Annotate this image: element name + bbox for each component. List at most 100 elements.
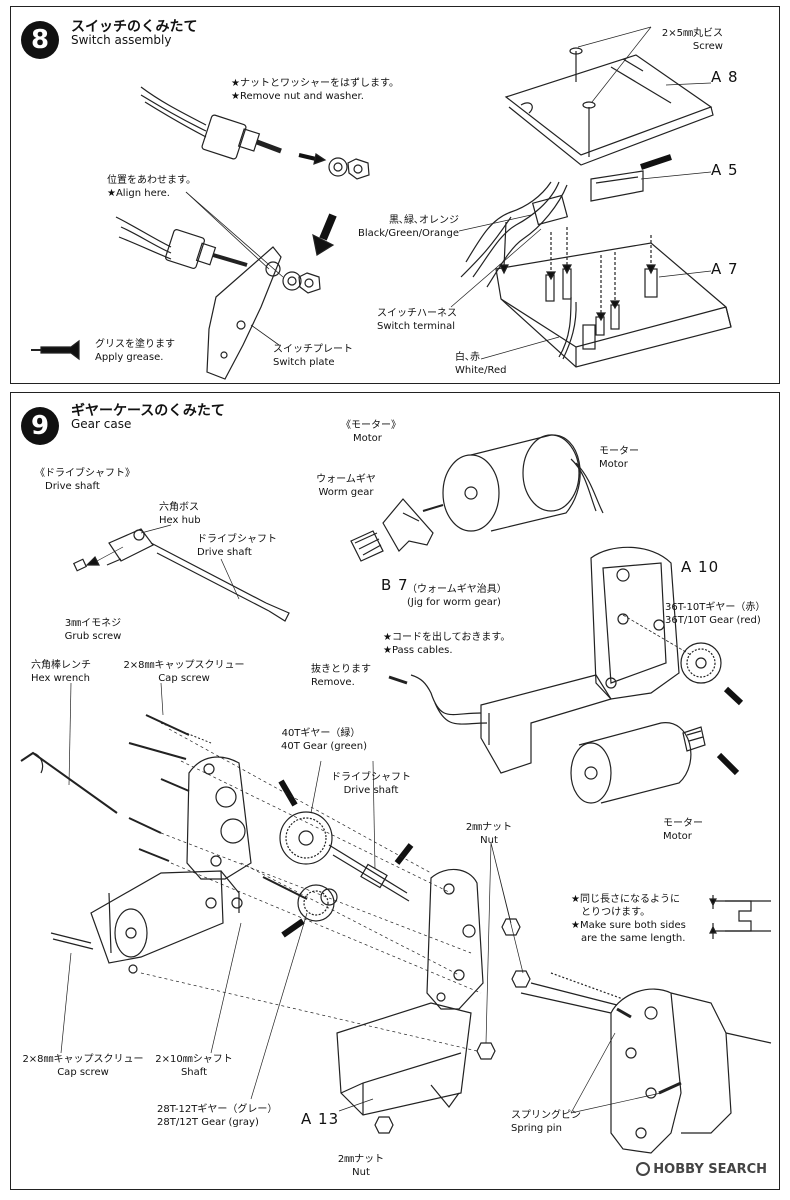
gear-28t-label: 28T-12Tギヤー（グレー） 28T/12T Gear (gray): [157, 1103, 277, 1129]
harness-jp: スイッチハーネス: [377, 308, 457, 319]
white-red-en: White/Red: [455, 365, 507, 376]
motor2-en: Motor: [663, 831, 692, 842]
cap-screw-top-jp: 2×8㎜キャップスクリュー: [123, 660, 245, 671]
remove-label: 抜きとります Remove.: [311, 663, 371, 689]
drive-shaft2-en: Drive shaft: [343, 785, 399, 796]
drive-shaft-heading: 《ドライブシャフト》 Drive shaft: [35, 467, 135, 493]
part-a8-label: A 8: [711, 68, 739, 86]
jig-en: (Jig for worm gear): [407, 597, 501, 608]
switch-assembly-illustration: [31, 26, 732, 380]
spring-pin-jp: スプリングピン: [511, 1110, 581, 1121]
nut-label-upper: 2㎜ナット Nut: [459, 821, 519, 847]
remove-jp: 抜きとります: [311, 664, 371, 675]
grub-screw-en: Grub screw: [64, 631, 122, 642]
hex-wrench-label: 六角棒レンチ Hex wrench: [31, 659, 91, 685]
motor-jp: モーター: [599, 446, 639, 457]
same-length-en-1: ★Make sure both sides: [571, 920, 686, 931]
align-note: 位置をあわせます。 ★Align here.: [107, 174, 196, 200]
pass-cables-jp: ★コードを出しておきます。: [383, 632, 511, 643]
pass-cables-note: ★コードを出しておきます。 ★Pass cables.: [383, 631, 510, 657]
drive-shaft-en: Drive shaft: [197, 547, 252, 558]
screw-jp: 2×5㎜丸ビス: [661, 28, 723, 39]
step-number-badge: 9: [21, 407, 59, 445]
step-title: スイッチのくみたて Switch assembly: [71, 19, 198, 47]
part-a13-label: A 13: [301, 1110, 340, 1128]
drive-shaft2-label: ドライブシャフト Drive shaft: [331, 771, 411, 797]
gear-36t-label: 36T-10Tギヤー（赤） 36T/10T Gear (red): [665, 601, 765, 627]
motor-heading-en: Motor: [353, 433, 382, 444]
gear-28t-jp: 28T-12Tギヤー（グレー）: [157, 1104, 278, 1115]
step-title-jp: スイッチのくみたて: [71, 19, 198, 35]
drive-shaft-jp: ドライブシャフト: [197, 534, 277, 545]
wires-jp: 黒､緑､オレンジ: [389, 215, 459, 226]
hex-hub-jp: 六角ボス: [159, 502, 199, 513]
part-b7-label: B 7: [381, 576, 409, 594]
gear-28t-en: 28T/12T Gear (gray): [157, 1117, 259, 1128]
hex-wrench-jp: 六角棒レンチ: [31, 660, 91, 671]
pass-cables-en: ★Pass cables.: [383, 645, 453, 656]
shaft-jp: 2×10㎜シャフト: [155, 1054, 233, 1065]
part-a7-label: A 7: [711, 260, 739, 278]
cap-screw-bottom-jp: 2×8㎜キャップスクリュー: [22, 1054, 144, 1065]
hex-hub-en: Hex hub: [159, 515, 201, 526]
cap-screw-bottom-en: Cap screw: [57, 1067, 109, 1078]
hex-wrench-en: Hex wrench: [31, 673, 90, 684]
motor2-label: モーター Motor: [663, 817, 703, 843]
remove-nut-note: ★ナットとワッシャーをはずします。 ★Remove nut and washer…: [231, 77, 399, 103]
step-number-badge: 8: [21, 21, 59, 59]
align-jp: 位置をあわせます。: [107, 175, 196, 186]
harness-label: スイッチハーネス Switch terminal: [377, 307, 457, 333]
screw-label: 2×5㎜丸ビス Screw: [651, 27, 723, 53]
motor-en: Motor: [599, 459, 628, 470]
watermark-text: HOBBY SEARCH: [653, 1162, 767, 1177]
step-9-panel: 9 ギヤーケースのくみたて Gear case: [10, 392, 780, 1190]
harness-en: Switch terminal: [377, 321, 456, 332]
drive-shaft2-jp: ドライブシャフト: [331, 772, 411, 783]
cap-screw-top-en: Cap screw: [158, 673, 210, 684]
step-title: ギヤーケースのくみたて Gear case: [71, 404, 225, 431]
step-title-en: Gear case: [71, 417, 132, 431]
gear-40t-en: 40T Gear (green): [281, 741, 368, 752]
align-en: ★Align here.: [107, 188, 170, 199]
grub-screw-jp: 3㎜イモネジ: [64, 618, 122, 629]
white-red-label: 白､赤 White/Red: [455, 351, 506, 377]
remove-nut-en: ★Remove nut and washer.: [231, 91, 364, 102]
gear-40t-jp: 40Tギヤー（緑）: [281, 728, 361, 739]
motor2-jp: モーター: [663, 818, 703, 829]
gear-36t-jp: 36T-10Tギヤー（赤）: [665, 602, 766, 613]
grease-jp: グリスを塗ります: [95, 339, 175, 350]
gear-case-illustration: [20, 434, 772, 1154]
wires-en: Black/Green/Orange: [357, 228, 459, 239]
drive-shaft-label: ドライブシャフト Drive shaft: [197, 533, 277, 559]
motor-heading: 《モーター》 Motor: [341, 419, 401, 445]
hex-hub-label: 六角ボス Hex hub: [159, 501, 201, 527]
switch-plate-jp: スイッチプレート: [273, 344, 353, 355]
drive-heading-jp: 《ドライブシャフト》: [35, 468, 135, 479]
motor-heading-jp: 《モーター》: [341, 420, 401, 431]
worm-gear-jp: ウォームギヤ: [316, 474, 376, 485]
screw-en: Screw: [692, 41, 723, 52]
cap-screw-bottom-label: 2×8㎜キャップスクリュー Cap screw: [17, 1053, 149, 1079]
spring-pin-en: Spring pin: [511, 1123, 562, 1134]
motor-label: モーター Motor: [599, 445, 639, 471]
worm-gear-en: Worm gear: [318, 487, 374, 498]
wires-label: 黒､緑､オレンジ Black/Green/Orange: [347, 214, 459, 240]
gear-40t-label: 40Tギヤー（緑） 40T Gear (green): [281, 727, 368, 753]
grease-en: Apply grease.: [95, 352, 164, 363]
step-title-en: Switch assembly: [71, 33, 172, 47]
cap-screw-top-label: 2×8㎜キャップスクリュー Cap screw: [119, 659, 249, 685]
switch-plate-en: Switch plate: [273, 357, 335, 368]
nut-lower-jp: 2㎜ナット: [337, 1154, 385, 1165]
step-8-panel: 8 スイッチのくみたて Switch assembly: [10, 6, 780, 384]
watermark-logo-icon: [636, 1162, 651, 1176]
jig-label: （ウォームギヤ治具） (Jig for worm gear): [407, 583, 507, 609]
remove-nut-jp: ★ナットとワッシャーをはずします。: [231, 78, 399, 89]
watermark: HOBBY SEARCH: [636, 1162, 767, 1177]
nut-lower-en: Nut: [352, 1167, 370, 1178]
drive-heading-en: Drive shaft: [45, 481, 100, 492]
same-length-en-2: are the same length.: [581, 933, 686, 944]
part-a5-label: A 5: [711, 161, 739, 179]
worm-gear-label: ウォームギヤ Worm gear: [311, 473, 381, 499]
spring-pin-label: スプリングピン Spring pin: [511, 1109, 581, 1135]
remove-en: Remove.: [311, 677, 355, 688]
